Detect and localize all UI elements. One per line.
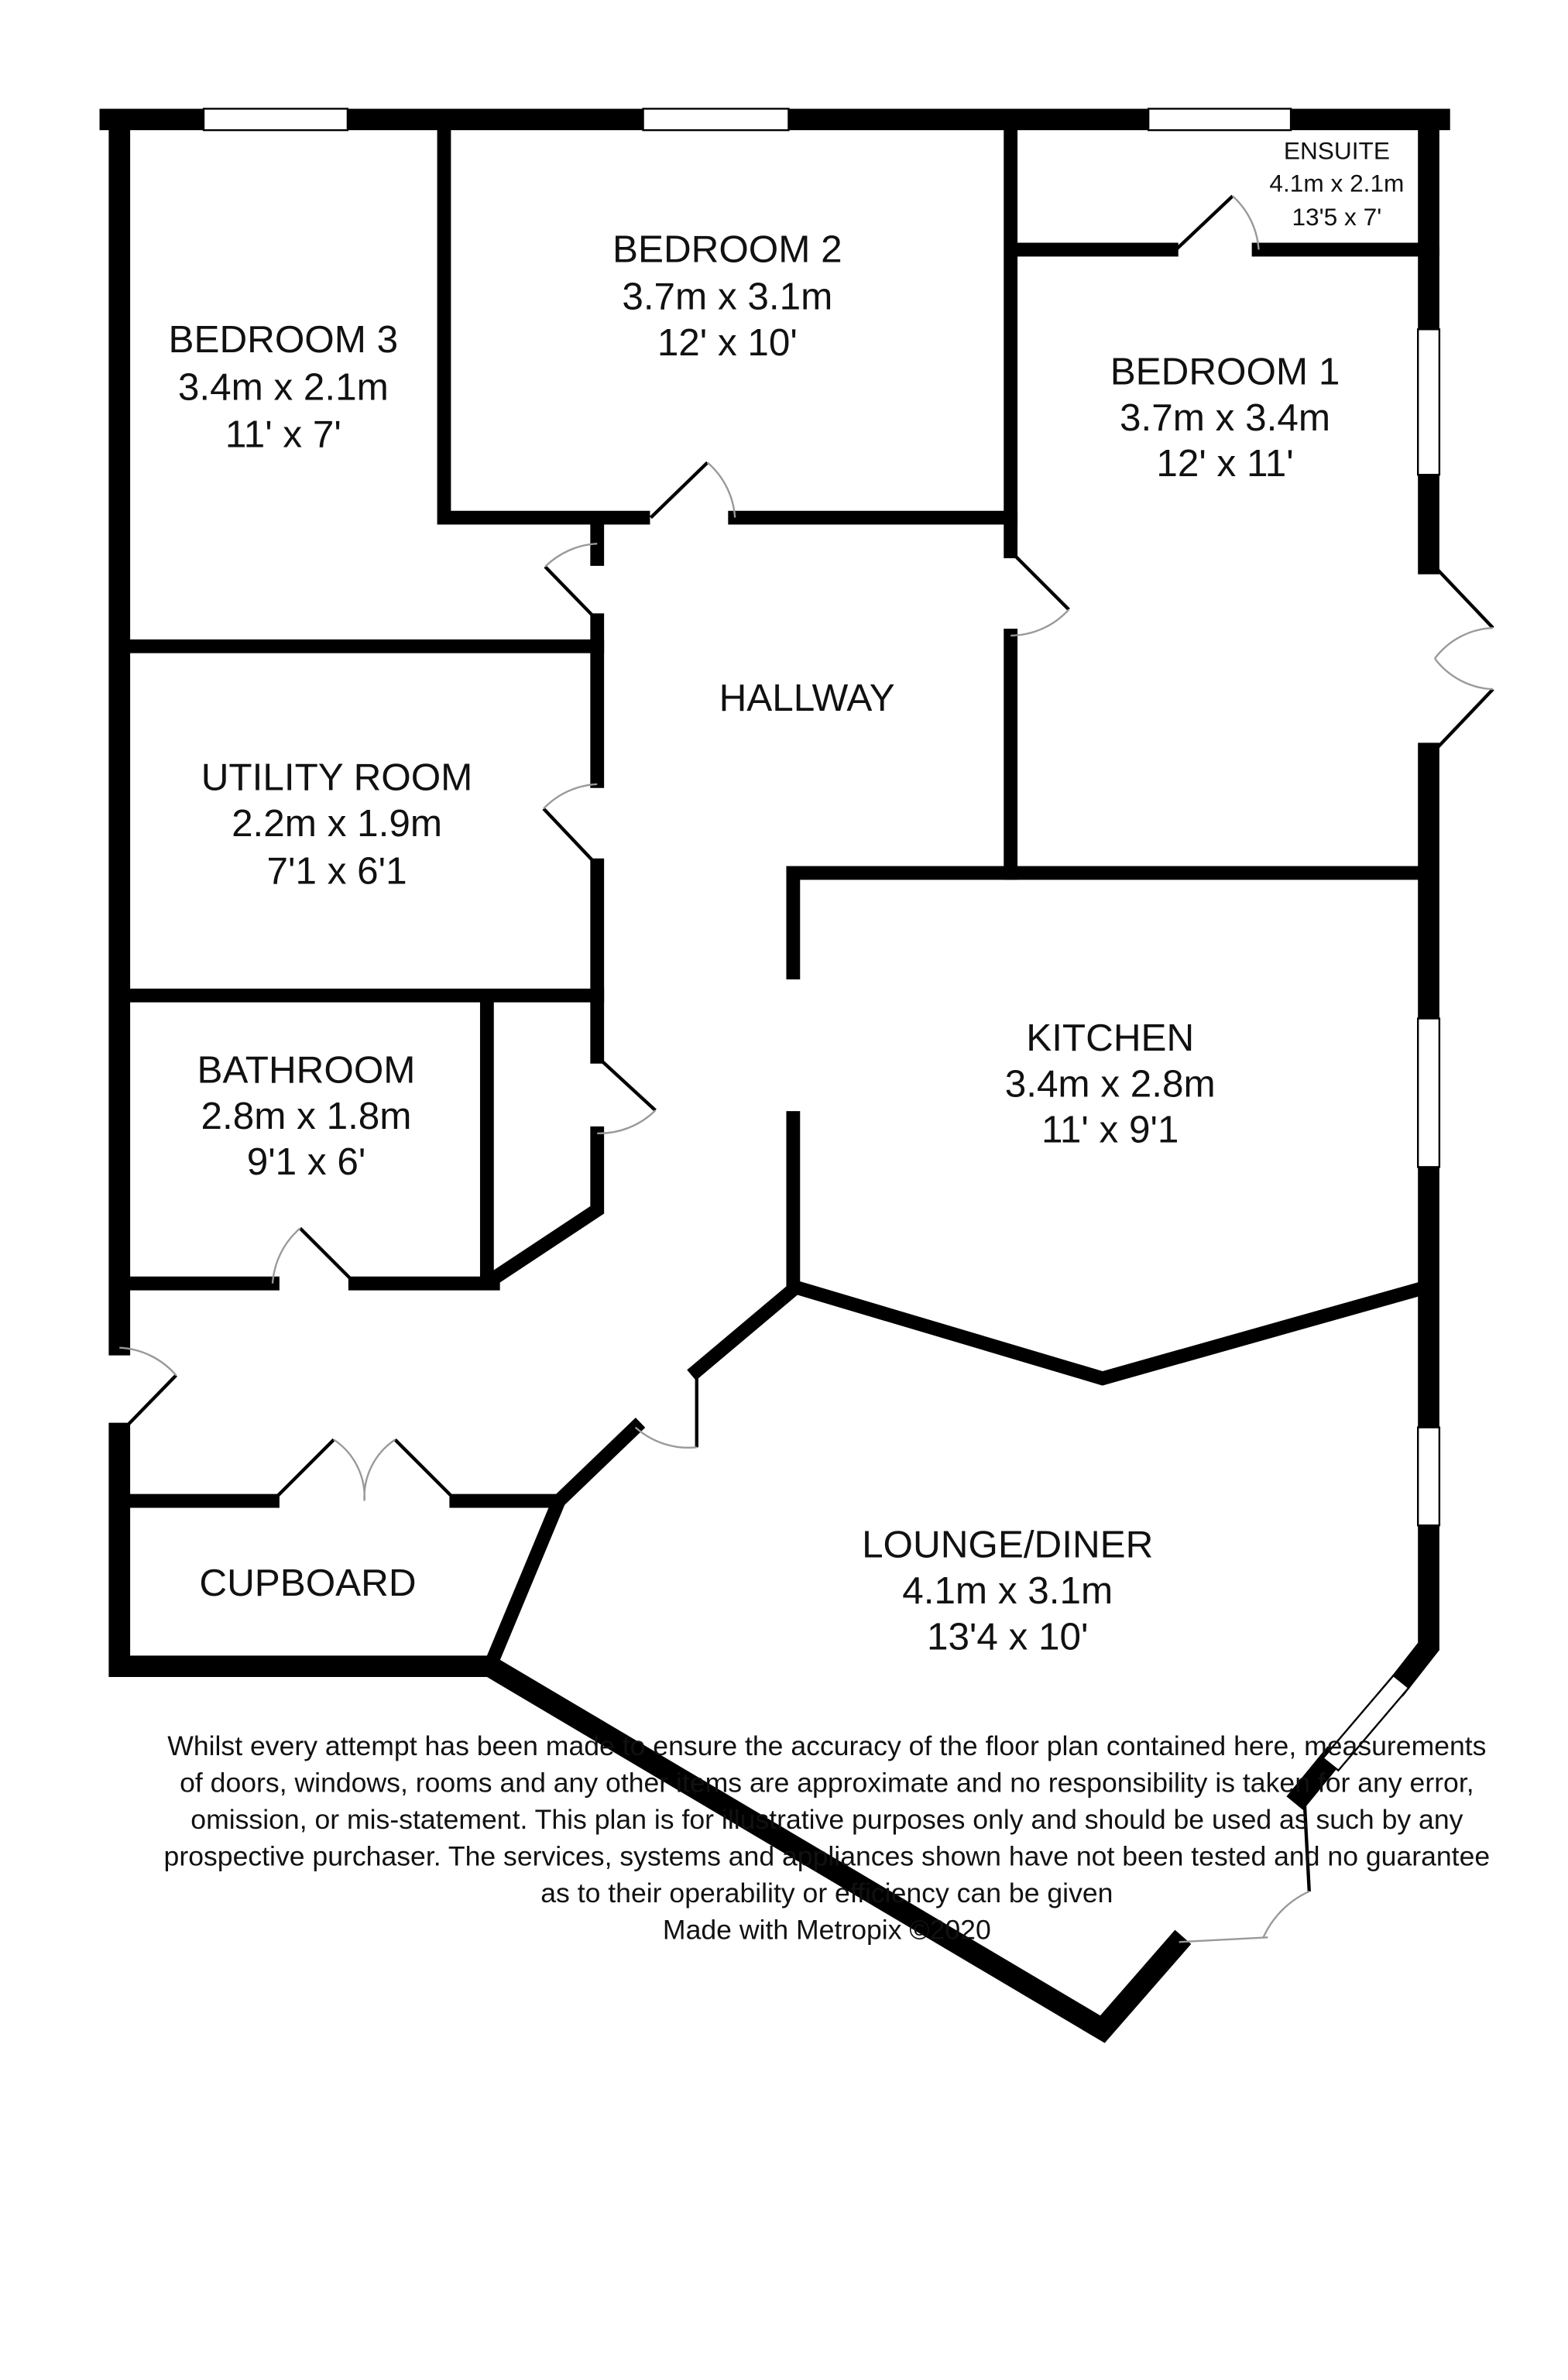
disclaimer-line: prospective purchaser. The services, sys… (164, 1840, 1491, 1871)
room-metric-bedroom2: 3.7m x 3.1m (622, 276, 832, 318)
room-name-bedroom2: BEDROOM 2 (612, 228, 842, 270)
door (542, 807, 599, 867)
room-name-bedroom1: BEDROOM 1 (1110, 351, 1340, 393)
credit: Made with Metropix ©2020 (663, 1914, 991, 1945)
room-metric-lounge: 4.1m x 3.1m (902, 1569, 1113, 1612)
room-imperial-bedroom3: 11' x 7' (225, 413, 341, 456)
window (1417, 1426, 1441, 1527)
door (1009, 550, 1070, 611)
room-name-kitchen: KITCHEN (1026, 1017, 1194, 1059)
window (202, 108, 349, 132)
room-metric-bedroom1: 3.7m x 3.4m (1120, 396, 1330, 439)
disclaimer-line: as to their operability or efficiency ca… (540, 1878, 1113, 1908)
door (595, 1055, 657, 1112)
door (118, 1373, 177, 1435)
door (544, 565, 599, 622)
room-name-bathroom: BATHROOM (197, 1049, 416, 1092)
room-imperial-ensuite: 13'5 x 7' (1292, 203, 1381, 231)
room-imperial-bathroom: 9'1 x 6' (247, 1140, 366, 1183)
disclaimer: Whilst every attempt has been made to en… (164, 1730, 1491, 1945)
room-name-lounge: LOUNGE/DINER (862, 1524, 1153, 1566)
room-name-utility: UTILITY ROOM (201, 756, 473, 799)
doors (118, 194, 1494, 1943)
room-labels: BEDROOM 3 3.4m x 2.1m 11' x 7' BEDROOM 2… (169, 137, 1405, 1658)
room-imperial-utility: 7'1 x 6'1 (267, 849, 407, 892)
room-imperial-lounge: 13'4 x 10' (927, 1615, 1089, 1658)
door (649, 461, 709, 520)
windows (202, 108, 1441, 1772)
disclaimer-line: omission, or mis-statement. This plan is… (190, 1804, 1463, 1835)
disclaimer-line: of doors, windows, rooms and any other i… (180, 1767, 1474, 1798)
room-metric-kitchen: 3.4m x 2.8m (1005, 1062, 1216, 1105)
room-name-cupboard: CUPBOARD (199, 1562, 416, 1604)
door (1175, 194, 1234, 252)
room-metric-utility: 2.2m x 1.9m (232, 802, 442, 845)
window (642, 108, 790, 132)
room-name-ensuite: ENSUITE (1284, 137, 1390, 165)
window (1417, 1017, 1441, 1168)
room-metric-bathroom: 2.8m x 1.8m (201, 1095, 412, 1137)
room-metric-ensuite: 4.1m x 2.1m (1269, 169, 1404, 197)
window (1417, 328, 1441, 476)
door (1302, 1804, 1311, 1892)
room-imperial-bedroom2: 12' x 10' (657, 321, 798, 364)
room-name-bedroom3: BEDROOM 3 (169, 318, 399, 361)
window (1147, 108, 1292, 132)
door (299, 1226, 357, 1285)
room-metric-bedroom3: 3.4m x 2.1m (178, 365, 389, 408)
door (1433, 565, 1494, 752)
room-imperial-bedroom1: 12' x 11' (1156, 442, 1293, 485)
room-imperial-kitchen: 11' x 9'1 (1041, 1109, 1179, 1151)
window (1321, 1674, 1411, 1772)
disclaimer-line: Whilst every attempt has been made to en… (167, 1730, 1486, 1761)
interior-walls (123, 123, 1438, 1675)
room-name-hallway: HALLWAY (719, 677, 895, 719)
door (271, 1438, 458, 1503)
